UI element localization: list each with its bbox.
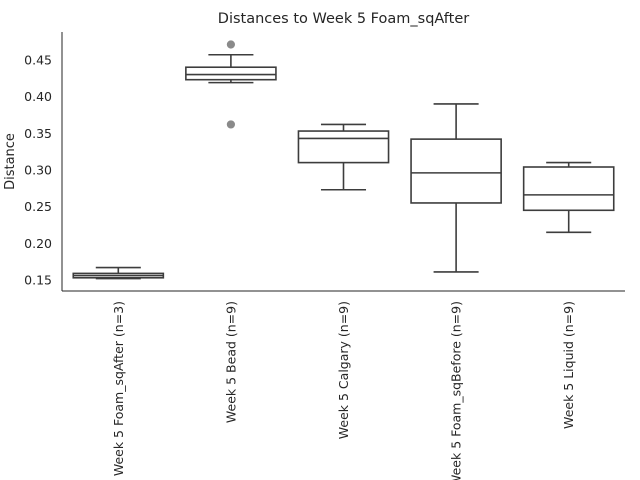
y-axis-label: Distance: [3, 133, 18, 190]
y-tick-label: 0.25: [24, 199, 52, 214]
y-tick-label: 0.45: [24, 52, 52, 67]
iqr-box: [185, 66, 277, 81]
box-group: [522, 161, 615, 234]
iqr-box: [522, 166, 615, 212]
y-tick-label: 0.30: [24, 162, 52, 177]
x-tick-label: Week 5 Foam_sqAfter (n=3): [111, 301, 126, 476]
x-tick-label: Week 5 Liquid (n=9): [561, 301, 576, 429]
x-axis-ticks: Week 5 Foam_sqAfter (n=3) Week 5 Bead (n=…: [111, 301, 576, 480]
outlier-point: [226, 40, 235, 49]
box-series: [72, 40, 615, 280]
iqr-box: [410, 138, 502, 204]
box-group: [297, 123, 390, 191]
box-group: [72, 266, 165, 280]
x-tick-label: Week 5 Calgary (n=9): [336, 301, 351, 439]
x-tick-label: Week 5 Foam_sqBefore (n=9): [449, 301, 464, 480]
y-tick-label: 0.20: [24, 236, 52, 251]
box-group: [185, 40, 277, 129]
outlier-point: [226, 120, 235, 129]
y-tick-label: 0.35: [24, 126, 52, 141]
y-tick-label: 0.15: [24, 272, 52, 287]
y-tick-label: 0.40: [24, 89, 52, 104]
iqr-box: [297, 130, 390, 164]
box-group: [410, 103, 502, 273]
y-axis-ticks: 0.15 0.20 0.25 0.30 0.35 0.40 0.45: [24, 52, 52, 287]
x-tick-label: Week 5 Bead (n=9): [223, 301, 238, 423]
chart-title: Distances to Week 5 Foam_sqAfter: [218, 11, 469, 27]
